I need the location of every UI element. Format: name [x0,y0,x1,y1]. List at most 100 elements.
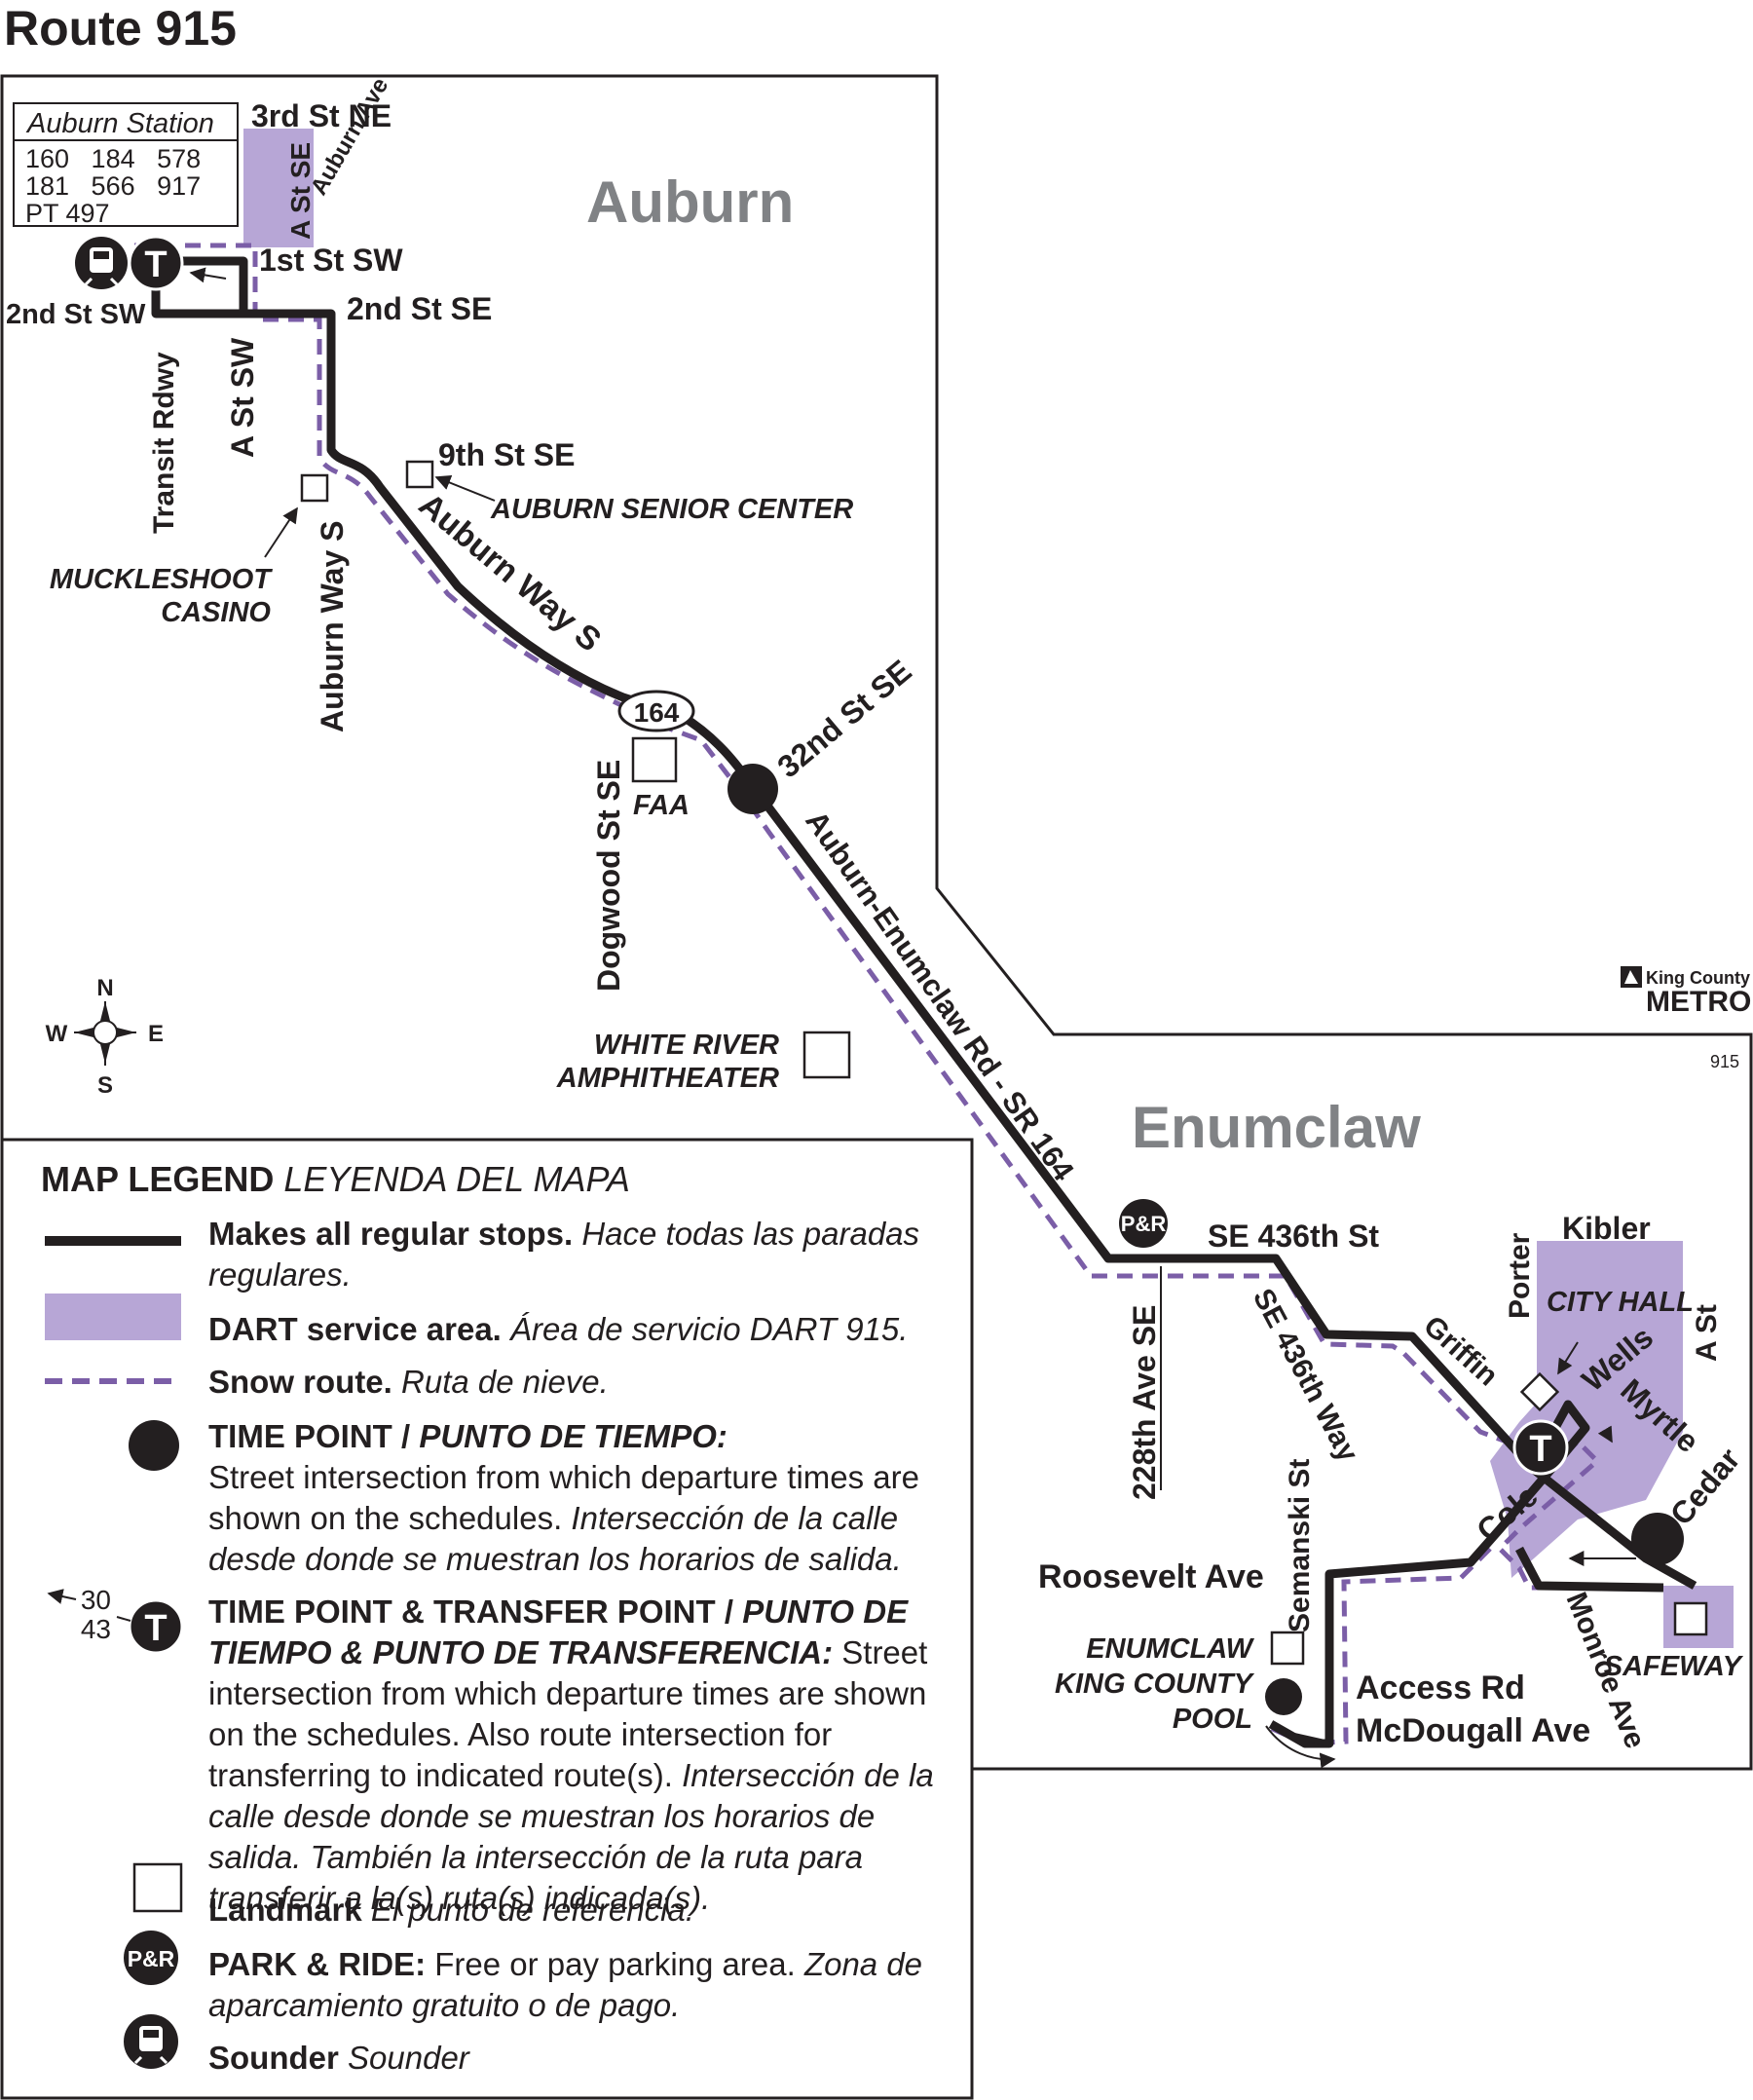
auburn-station-box [13,102,239,227]
legend-title-es: LEYENDA DEL MAPA [283,1159,630,1199]
svg-text:T: T [144,244,167,285]
legend-transfer-point-es: PUNTO DE TIEMPO & PUNTO DE TRANSFERENCIA… [208,1594,909,1670]
legend-time-point-es: PUNTO DE TIEMPO: [419,1418,727,1454]
legend-title: MAP LEGEND LEYENDA DEL MAPA [41,1159,956,1200]
street-roosevelt-ave: Roosevelt Ave [1038,1558,1264,1595]
street-porter: Porter [1504,1232,1536,1319]
compass-e: E [148,1021,164,1047]
dart-area-enumclaw [1490,1241,1683,1578]
landmark-pool-2: KING COUNTY [1055,1669,1255,1700]
landmark-pool-1: ENUMCLAW [1086,1633,1254,1665]
legend-snow-route-es: Ruta de nieve. [401,1364,609,1400]
casino-pointer [264,506,298,558]
street-a-st-se: A St SE [285,142,316,240]
legend-title-en: MAP LEGEND [41,1159,275,1199]
landmark-muckleshoot-1: MUCKLESHOOT [50,564,273,595]
street-9th-st-se: 9th St SE [438,437,575,472]
landmark-pool-3: POOL [1173,1704,1252,1735]
street-dogwood-st-se: Dogwood St SE [591,760,626,992]
street-mcdougall-ave: McDougall Ave [1356,1712,1590,1749]
legend-park-ride-icon: P&R [124,1931,178,1985]
map-code: 915 [1710,1052,1739,1071]
transfer-point-enumclaw: T [1512,1419,1569,1476]
legend-park-ride-desc-es: Zona de aparcamiento gratuito o de pago. [208,1946,923,2023]
legend-transfer-arrow [47,1589,77,1604]
landmark-white-river-2: AMPHITHEATER [556,1063,779,1094]
auburn-station-title: Auburn Station [25,108,214,139]
landmark-box-white-river [802,1031,851,1079]
legend-transfer-point-text: TIME POINT & TRANSFER POINT / PUNTO DE T… [208,1592,958,1919]
street-a-st-sw: A St SW [225,337,260,458]
street-2nd-st-se: 2nd St SE [347,291,492,326]
street-32nd-st-se: 32nd St SE [770,653,917,784]
logo-line1: King County [1646,968,1750,988]
time-point-cedar [1631,1513,1684,1565]
auburn-station-routes-3: PT 497 [25,199,110,228]
legend-time-point [129,1420,179,1471]
myrtle-pointer [1597,1425,1613,1444]
auburn-direction-arrow [189,267,227,283]
regular-route [151,261,1590,1748]
regular-route-loop [156,256,248,314]
svg-text:T: T [144,1608,167,1649]
logo-line2: METRO [1646,986,1751,1018]
transfer-point-auburn-station: T [128,235,184,291]
street-2nd-st-sw: 2nd St SW [6,299,146,330]
street-cedar: Cedar [1663,1442,1747,1532]
area-label-auburn: Auburn [586,169,794,235]
map-title: Route 915 [4,1,237,56]
king-county-metro-logo: King County METRO [1621,966,1751,1018]
legend-transfer-point-desc: Street intersection from which departure… [208,1634,928,1793]
legend-time-point-desc: Street intersection from which departure… [208,1459,919,1536]
landmark-box-faa [631,736,678,783]
legend-regular-stops-es: Hace todas las paradas regulares. [208,1216,920,1293]
time-point-pool [1265,1678,1302,1715]
street-se-436th-st: SE 436th St [1208,1219,1379,1254]
street-a-st: A St [1691,1304,1723,1362]
landmark-white-river-1: WHITE RIVER [594,1030,779,1061]
svg-text:P&R: P&R [128,1946,175,1971]
legend-dart-area-es: Área de servicio DART 915. [510,1311,909,1347]
sounder-icon [75,237,128,289]
compass-s: S [97,1072,113,1099]
compass-n: N [96,975,113,1001]
svg-text:P&R: P&R [1121,1212,1167,1236]
legend-transfer-pointer [116,1616,131,1622]
legend-time-point-en: TIME POINT / [208,1418,411,1454]
compass-w: W [46,1021,68,1047]
area-label-enumclaw: Enumclaw [1132,1095,1421,1160]
cityhall-pointer [1557,1341,1579,1375]
pool-loop-arrow [1265,1725,1336,1769]
legend-park-ride-text: PARK & RIDE: Free or pay parking area. Z… [208,1944,949,2026]
landmark-city-hall: CITY HALL [1547,1287,1694,1318]
park-and-ride-icon: P&R [1119,1199,1168,1248]
street-semanski-st: Semanski St [1284,1459,1316,1632]
legend-transfer-point-desc-es: Intersección de la calle desde donde se … [208,1757,934,1916]
senior-center-pointer [434,474,496,502]
legend-landmark-box [132,1862,183,1913]
street-228th-ave-se: 228th Ave SE [1127,1305,1162,1500]
legend-dart-swatch [45,1294,181,1340]
street-access-rd: Access Rd [1356,1669,1525,1706]
street-auburn-way-s-vertical: Auburn Way S [315,521,350,732]
legend-transfer-route-30: 30 [81,1585,111,1615]
landmark-box-senior-center [405,460,434,489]
legend-sounder-en: Sounder [208,2040,339,2076]
landmark-faa: FAA [633,790,690,821]
legend-sounder-icon [124,2014,178,2069]
route-164-label: 164 [634,697,680,728]
landmark-box-casino [300,473,329,503]
auburn-station-routes-1: 160 184 578 [25,144,201,173]
street-3rd-st-ne: 3rd St NE [251,98,392,133]
landmark-safeway: SAFEWAY [1604,1651,1744,1682]
street-kibler: Kibler [1562,1211,1651,1246]
legend-sounder-es: Sounder [348,2040,469,2076]
legend-time-point-text: TIME POINT / PUNTO DE TIEMPO: Street int… [208,1416,949,1580]
legend-landmark-text: Landmark El punto de referencia. [208,1890,949,1931]
legend-time-point-desc-es: Intersección de la calle desde donde se … [208,1500,902,1577]
legend-transfer-point-en: TIME POINT & TRANSFER POINT / [208,1594,734,1630]
legend-transfer-route-43: 43 [81,1614,111,1644]
legend-park-ride-desc: Free or pay parking area. [434,1946,796,1982]
compass-icon: N S W E [46,975,164,1099]
